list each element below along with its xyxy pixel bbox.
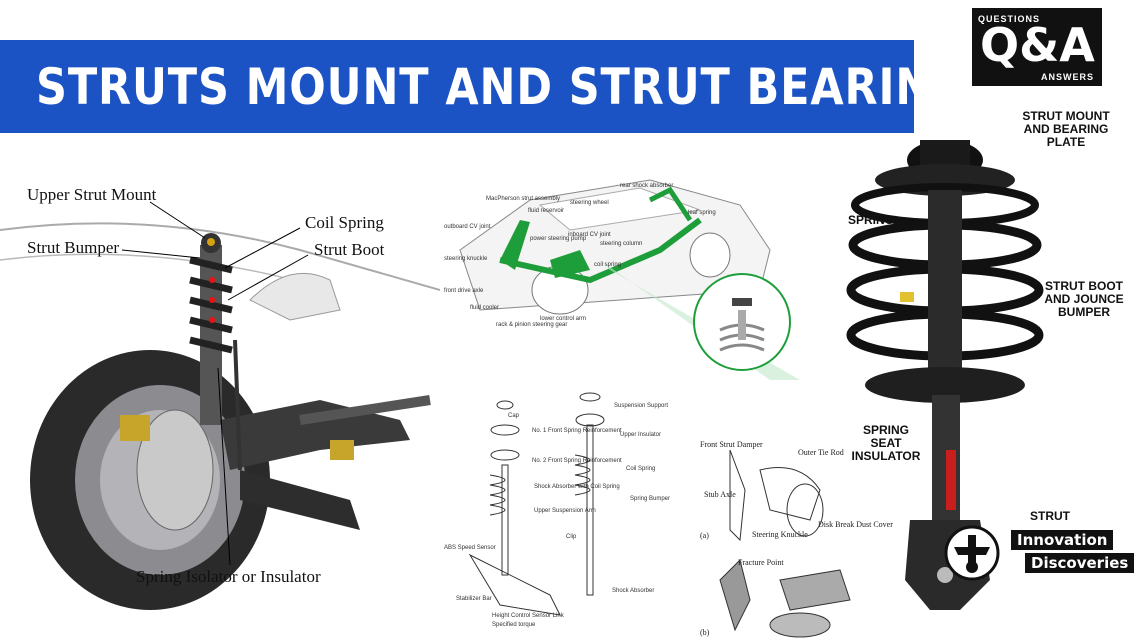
- knuckle-label-tie-rod: Outer Tie Rod: [798, 448, 844, 457]
- right-label-strut-boot: STRUT BOOT AND JOUNCE BUMPER: [1040, 280, 1128, 319]
- right-label-spring: SPRING: [848, 213, 895, 227]
- car-label-rear-shock: rear shock absorber: [620, 183, 674, 189]
- exp-label-reinf-2: No. 2 Front Spring Reinforcement: [532, 458, 622, 464]
- right-strut-illustration: [846, 140, 1044, 610]
- car-label-outboard-cv: outboard CV joint: [444, 224, 491, 230]
- zoom-circle-illustration: [693, 273, 791, 371]
- car-label-steering-knuckle: steering knuckle: [444, 256, 488, 262]
- exp-label-abs: ABS Speed Sensor: [444, 545, 496, 551]
- right-label-spring-seat: SPRING SEAT INSULATOR: [846, 424, 926, 463]
- right-label-strut-mount-text: STRUT MOUNT AND BEARING PLATE: [1022, 109, 1110, 149]
- gear-icon: [944, 525, 1000, 581]
- knuckle-label-fracture: Fracture Point: [738, 558, 784, 567]
- label-upper-strut-mount: Upper Strut Mount: [27, 185, 157, 204]
- car-label-front-drive-axle: front drive axle: [444, 288, 484, 294]
- exp-label-cap: Cap: [508, 413, 520, 419]
- knuckle-label-dust-cover: Disk Break Dust Cover: [818, 520, 893, 529]
- label-coil-spring: Coil Spring: [305, 213, 384, 232]
- exp-label-shock: Shock Absorber: [612, 588, 655, 594]
- exp-label-coil: Coil Spring: [626, 466, 656, 472]
- car-label-coil-spring: coil spring: [594, 262, 622, 268]
- innovation-discoveries-logo: Innovation Discoveries: [944, 525, 1136, 581]
- right-label-strut-mount: STRUT MOUNT AND BEARING PLATE: [1010, 110, 1122, 149]
- right-label-strut: STRUT: [1030, 509, 1070, 523]
- exp-label-stabilizer: Stabilizer Bar: [456, 596, 492, 602]
- car-label-fluid-reservoir: fluid reservoir: [528, 208, 565, 214]
- car-label-rack-pinion: rack & pinion steering gear: [496, 322, 568, 328]
- knuckle-label-steering-knuckle: Steering Knuckle: [752, 530, 808, 539]
- left-suspension-illustration: [0, 201, 440, 610]
- car-label-leaf-spring: leaf spring: [688, 210, 716, 216]
- label-spring-isolator: Spring Isolator or Insulator: [136, 567, 321, 586]
- car-label-power-steering: power steering pump: [530, 236, 587, 242]
- exp-label-bumper: Spring Bumper: [630, 496, 671, 502]
- page-title: STRUTS MOUNT AND STRUT BEARING: [36, 58, 969, 116]
- qa-bottom-text: ANSWERS: [1040, 72, 1094, 82]
- label-strut-boot: Strut Boot: [314, 240, 385, 259]
- knuckle-label-stub-axle: Stub Axle: [704, 490, 736, 499]
- knuckle-label-fig-b: (b): [700, 628, 710, 637]
- logo-word-discoveries: Discoveries: [1024, 552, 1136, 574]
- exploded-strut-illustration: [440, 385, 690, 635]
- title-banner: [0, 40, 914, 133]
- car-label-lower-control-arm: lower control arm: [540, 316, 587, 322]
- exp-label-clip: Clip: [566, 534, 577, 540]
- logo-word-innovation: Innovation: [1010, 529, 1115, 551]
- right-label-strut-boot-text: STRUT BOOT AND JOUNCE BUMPER: [1044, 279, 1124, 319]
- exp-label-torque: Specified torque: [492, 622, 536, 628]
- exp-label-susp-support: Suspension Support: [614, 403, 669, 409]
- knuckle-label-damper: Front Strut Damper: [700, 440, 763, 449]
- car-suspension-illustration: [459, 179, 800, 380]
- right-label-spring-seat-text: SPRING SEAT INSULATOR: [851, 423, 921, 463]
- qa-badge: QUESTIONS Q&A ANSWERS: [972, 8, 1102, 86]
- knuckle-label-fig-a: (a): [700, 531, 709, 540]
- exp-label-reinf-1: No. 1 Front Spring Reinforcement: [532, 428, 622, 434]
- car-label-fluid-cooler: fluid cooler: [470, 305, 500, 311]
- car-label-steering-column: steering column: [600, 241, 643, 247]
- exp-label-shock-coil: Shock Absorber with Coil Spring: [534, 484, 620, 490]
- car-label-inboard-cv: inboard CV joint: [568, 232, 611, 238]
- car-label-steering-wheel: steering wheel: [570, 200, 609, 206]
- exp-label-upper-insulator: Upper Insulator: [620, 432, 662, 438]
- exp-label-upper-arm: Upper Suspension Arm: [534, 508, 596, 514]
- label-strut-bumper: Strut Bumper: [27, 238, 120, 257]
- car-label-macpherson: MacPherson strut assembly: [486, 196, 561, 202]
- qa-top-text: QUESTIONS: [978, 14, 1041, 24]
- exp-label-height: Height Control Sensor Link: [492, 613, 564, 619]
- qa-main-text: Q&A: [980, 18, 1095, 72]
- knuckle-illustration: [719, 449, 851, 638]
